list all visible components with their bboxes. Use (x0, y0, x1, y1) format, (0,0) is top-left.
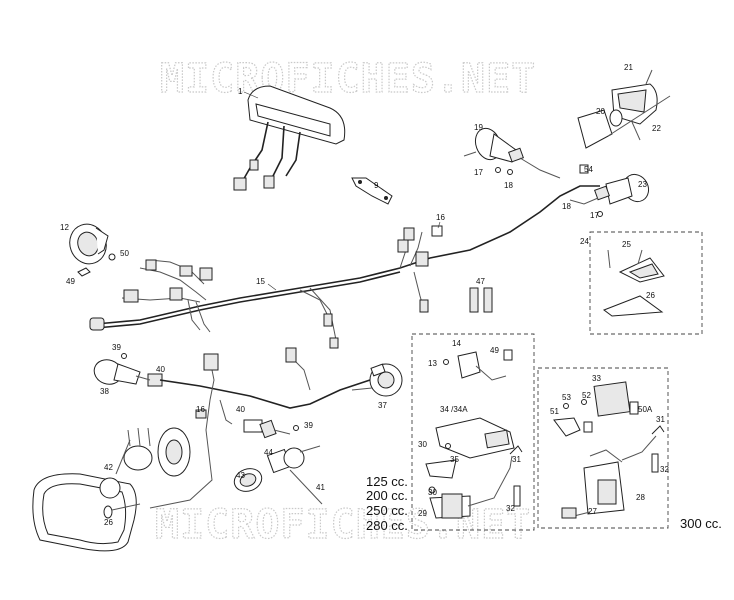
callout-35: 35 (450, 455, 459, 464)
callout-32-box2: 32 (660, 465, 669, 474)
engine-size-280: 280 cc. (366, 518, 408, 533)
callout-15: 15 (256, 277, 265, 286)
callout-1: 1 (238, 87, 243, 96)
front-indicator-right (463, 127, 589, 179)
callout-28: 28 (636, 493, 645, 502)
callout-26-head: 26 (104, 518, 113, 527)
callout-18-top: 18 (504, 181, 513, 190)
callout-12: 12 (60, 223, 69, 232)
callout-40-mid: 40 (236, 405, 245, 414)
engine-size-250: 250 cc. (366, 503, 408, 518)
callout-33: 33 (592, 374, 601, 383)
headlight-assembly (32, 427, 191, 552)
callout-23: 23 (638, 180, 647, 189)
callout-39-mid: 39 (304, 421, 313, 430)
callout-52: 52 (582, 391, 591, 400)
callout-18-right: 18 (562, 202, 571, 211)
callout-49-box: 49 (490, 346, 499, 355)
callout-21: 21 (624, 63, 633, 72)
callout-14: 14 (452, 339, 461, 348)
callout-19: 19 (474, 123, 483, 132)
callout-31-box1: 31 (512, 455, 521, 464)
electronics-box-300cc (537, 367, 669, 529)
callout-53: 53 (562, 393, 571, 402)
callout-51: 51 (550, 407, 559, 416)
callout-17-top: 17 (474, 168, 483, 177)
engine-size-200: 200 cc. (366, 488, 408, 503)
engine-size-125: 125 cc. (366, 474, 408, 489)
reflector-kit-box (589, 231, 703, 335)
callout-50: 50 (120, 249, 129, 258)
horn (69, 223, 116, 277)
callout-41: 41 (316, 483, 325, 492)
callout-39-left: 39 (112, 343, 121, 352)
callout-16-mid: 16 (196, 405, 205, 414)
callout-17-right: 17 (590, 211, 599, 220)
brake-switch (243, 419, 299, 439)
callout-30-bottom: 30 (428, 488, 437, 497)
callout-24: 24 (580, 237, 589, 246)
callout-37: 37 (378, 401, 387, 410)
callout-27: 27 (588, 507, 597, 516)
callout-29: 29 (418, 509, 427, 518)
callout-43: 43 (236, 471, 245, 480)
indicator-lens (233, 468, 263, 492)
callout-16-top: 16 (436, 213, 445, 222)
tail-light (577, 69, 671, 149)
main-wiring-harness (89, 185, 600, 349)
rear-wiring-loom (149, 347, 371, 509)
electronics-box-125-280cc (411, 333, 535, 531)
watermark-bottom: MICROFICHES.NET (155, 502, 531, 548)
watermark-top: MICROFICHES.NET (160, 56, 536, 102)
callout-32-box1: 32 (506, 504, 515, 513)
callout-9: 9 (374, 181, 379, 190)
front-indicator-left (569, 173, 650, 217)
instrument-cluster (233, 85, 346, 191)
callout-44: 44 (264, 448, 273, 457)
fuse-pair-47 (469, 287, 493, 313)
callout-38: 38 (100, 387, 109, 396)
callout-40-left: 40 (156, 365, 165, 374)
bracket-part-9 (351, 177, 393, 205)
callout-13: 13 (428, 359, 437, 368)
callout-31-box2: 31 (656, 415, 665, 424)
callout-49: 49 (66, 277, 75, 286)
callout-42: 42 (104, 463, 113, 472)
callout-25: 25 (622, 240, 631, 249)
callout-50a: 50A (638, 405, 653, 414)
engine-size-list: 125 cc. 200 cc. 250 cc. 280 cc. (366, 474, 408, 533)
callout-20: 20 (596, 107, 605, 116)
callout-34: 34 /34A (440, 405, 468, 414)
callout-22: 22 (652, 124, 661, 133)
callout-47: 47 (476, 277, 485, 286)
handlebar-switch (351, 363, 403, 397)
rear-indicator-right (266, 445, 323, 505)
rear-indicator-left (93, 353, 163, 387)
engine-size-300: 300 cc. (680, 516, 722, 531)
callout-30-top: 30 (418, 440, 427, 449)
connector-part-16 (431, 221, 443, 237)
callout-26-kit: 26 (646, 291, 655, 300)
callout-54: 54 (584, 165, 593, 174)
